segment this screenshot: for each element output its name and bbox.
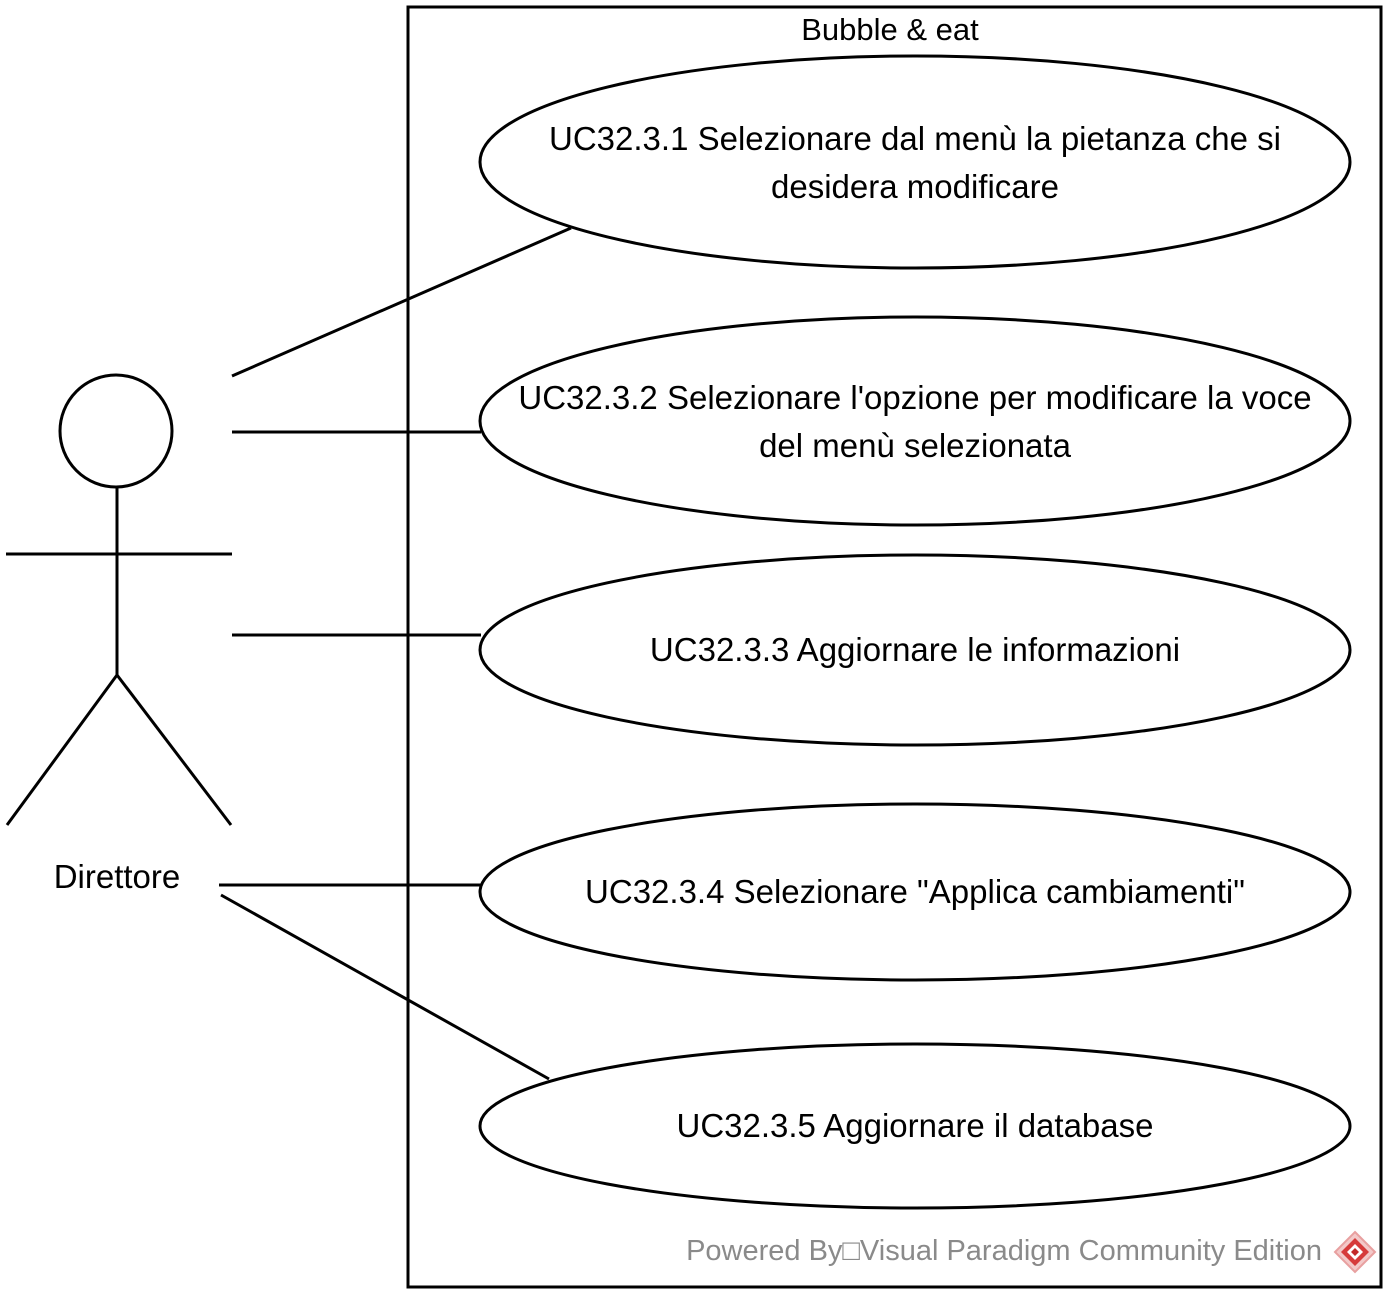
association-uc5 [220, 893, 550, 1081]
powered-by-watermark: Powered By□Visual Paradigm Community Edi… [686, 1235, 1322, 1267]
system-title: Bubble & eat [801, 12, 979, 47]
use-case-ellipse-uc5[interactable] [478, 1042, 1352, 1210]
actor-head [58, 373, 174, 489]
use-case-uc4[interactable]: UC32.3.4 Selezionare "Applica cambiament… [585, 873, 1245, 910]
use-case-ellipse-uc1[interactable] [478, 54, 1352, 270]
association-uc1 [231, 226, 572, 378]
visual-paradigm-logo-icon [1333, 1230, 1377, 1274]
system-boundary [406, 5, 1383, 1289]
use-case-uc3[interactable]: UC32.3.3 Aggiornare le informazioni [649, 631, 1181, 668]
actor-right-leg [115, 674, 233, 826]
actor-label: Direttore [53, 858, 181, 895]
use-case-uc2[interactable]: UC32.3.2 Selezionare l'opzione per modif… [518, 379, 1312, 464]
use-case-uc5[interactable]: UC32.3.5 Aggiornare il database [676, 1107, 1154, 1144]
use-case-ellipse-uc3[interactable] [478, 553, 1352, 747]
actor-figure[interactable] [5, 373, 233, 826]
use-case-uc1[interactable]: UC32.3.1 Selezionare dal menù la pietanz… [549, 120, 1281, 205]
actor-left-leg [5, 674, 119, 826]
use-case-ellipse-uc2[interactable] [478, 315, 1352, 527]
use-case-ellipse-uc4[interactable] [478, 802, 1352, 982]
